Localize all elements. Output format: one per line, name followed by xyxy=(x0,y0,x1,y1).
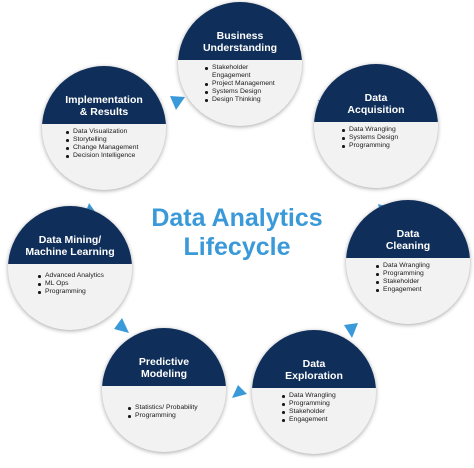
stage-title: Understanding xyxy=(202,42,278,54)
stage-header: Data Acquisition xyxy=(314,64,438,122)
stage-implementation-results: Implementation & Results Data Visualizat… xyxy=(42,66,166,190)
stage-skill-list: Data Wrangling Systems Design Programmin… xyxy=(342,126,424,150)
list-item: Programming xyxy=(38,288,118,296)
arrow-icon xyxy=(232,385,247,398)
list-item: Programming xyxy=(342,142,424,150)
stage-skill-list: Data Visualization Storytelling Change M… xyxy=(66,128,152,160)
stage-title: Machine Learning xyxy=(25,246,115,258)
stage-data-exploration: Data Exploration Data Wrangling Programm… xyxy=(252,330,376,454)
list-item: Data Wrangling xyxy=(376,262,456,270)
list-item: Stakeholder xyxy=(282,408,362,416)
stage-title: Predictive xyxy=(138,356,190,368)
stage-data-acquisition: Data Acquisition Data Wrangling Systems … xyxy=(314,64,438,188)
stage-skill-list: Stakeholder Engagement Project Managemen… xyxy=(205,64,288,104)
stage-business-understanding: Business Understanding Stakeholder Engag… xyxy=(178,2,302,126)
list-item: ML Ops xyxy=(38,280,118,288)
stage-data-cleaning: Data Cleaning Data Wrangling Programming… xyxy=(346,200,470,324)
list-item: Data Wrangling xyxy=(342,126,424,134)
stage-data-mining-machine-learning: Data Mining/ Machine Learning Advanced A… xyxy=(8,206,132,330)
list-item: Engagement xyxy=(376,286,456,294)
stage-skill-list: Data Wrangling Programming Stakeholder E… xyxy=(376,262,456,294)
list-item: Stakeholder Engagement xyxy=(205,64,288,80)
stage-title: Exploration xyxy=(285,370,343,382)
stage-skill-list: Statistics/ Probability Programming xyxy=(128,404,212,420)
list-item: Design Thinking xyxy=(205,96,288,104)
stage-title: Business xyxy=(216,30,264,42)
stage-title: Data xyxy=(396,228,420,240)
list-item: Systems Design xyxy=(205,88,288,96)
stage-header: Predictive Modeling xyxy=(102,328,226,386)
stage-title: Data xyxy=(364,92,388,104)
stage-header: Implementation & Results xyxy=(42,66,166,124)
arrow-icon xyxy=(170,96,185,110)
list-item: Stakeholder xyxy=(376,278,456,286)
stage-skill-list: Data Wrangling Programming Stakeholder E… xyxy=(282,392,362,424)
list-item: Advanced Analytics xyxy=(38,272,118,280)
list-item: Data Visualization xyxy=(66,128,152,136)
stage-header: Data Cleaning xyxy=(346,200,470,258)
stage-title: Cleaning xyxy=(385,240,431,252)
stage-header: Business Understanding xyxy=(178,2,302,60)
title-line-1: Data Analytics xyxy=(151,204,323,232)
list-item: Project Management xyxy=(205,80,288,88)
list-item: Engagement xyxy=(282,416,362,424)
stage-title: Data xyxy=(302,358,326,370)
stage-title: Implementation xyxy=(65,94,143,106)
list-item: Storytelling xyxy=(66,136,152,144)
list-item: Decision Intelligence xyxy=(66,152,152,160)
title-line-2: Lifecycle xyxy=(183,233,291,261)
list-item: Programming xyxy=(128,412,212,420)
list-item: Systems Design xyxy=(342,134,424,142)
list-item: Programming xyxy=(282,400,362,408)
list-item: Data Wrangling xyxy=(282,392,362,400)
stage-skill-list: Advanced Analytics ML Ops Programming xyxy=(38,272,118,296)
stage-title: Modeling xyxy=(140,368,188,380)
list-item: Statistics/ Probability xyxy=(128,404,212,412)
list-item: Change Management xyxy=(66,144,152,152)
stage-title: & Results xyxy=(79,106,129,118)
stage-header: Data Exploration xyxy=(252,330,376,388)
list-item: Programming xyxy=(376,270,456,278)
diagram-title: Data Analytics Lifecycle xyxy=(120,204,354,262)
stage-predictive-modeling: Predictive Modeling Statistics/ Probabil… xyxy=(102,328,226,452)
stage-header: Data Mining/ Machine Learning xyxy=(8,206,132,264)
stage-title: Data Mining/ xyxy=(38,234,102,246)
stage-title: Acquisition xyxy=(347,104,405,116)
